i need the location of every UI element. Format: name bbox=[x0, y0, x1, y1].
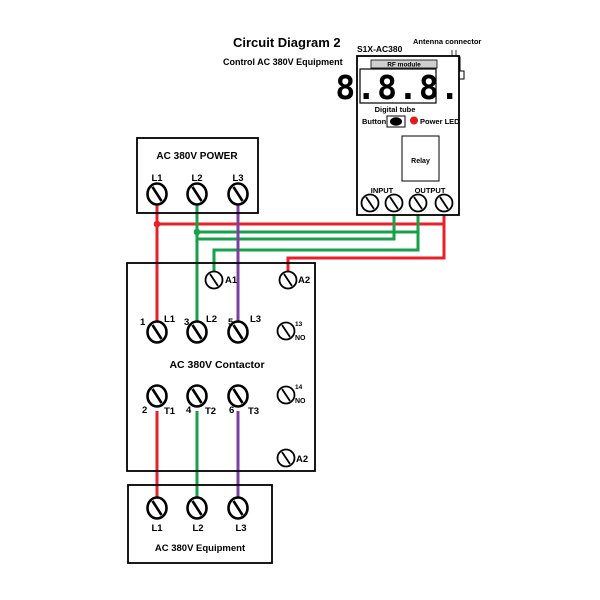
aux-14-number: 14 bbox=[295, 384, 303, 391]
contactor-num-1: 1 bbox=[140, 317, 146, 328]
input-label: INPUT bbox=[371, 186, 394, 195]
contactor-num-5: 5 bbox=[228, 317, 234, 328]
equipment-terminal-l2 bbox=[186, 496, 208, 520]
contactor-label-t1: T1 bbox=[164, 406, 176, 417]
equipment-title: AC 380V Equipment bbox=[155, 543, 246, 554]
antenna-label: Antenna connector bbox=[413, 37, 481, 46]
red-wire bbox=[155, 192, 446, 508]
contactor-num-2: 2 bbox=[142, 405, 147, 416]
digital-tube-label: Digital tube bbox=[375, 105, 416, 114]
contactor-terminal-4 bbox=[186, 384, 208, 408]
input-terminal-2 bbox=[384, 193, 404, 213]
aux-13-label: NO bbox=[295, 335, 306, 342]
contactor-terminal-5 bbox=[227, 320, 249, 344]
power-terminal-l1 bbox=[146, 182, 168, 206]
relay-block bbox=[401, 135, 440, 182]
button-label: Button bbox=[362, 117, 387, 126]
rf-module bbox=[370, 59, 438, 69]
equipment-box: L1 L2 L3 AC 380V Equipment bbox=[127, 484, 273, 564]
contactor-terminal-6 bbox=[227, 384, 249, 408]
red-junction bbox=[153, 220, 161, 228]
equipment-label-l3: L3 bbox=[235, 523, 246, 534]
device-model: S1X-AC380 bbox=[357, 44, 403, 54]
green-junction bbox=[193, 228, 201, 236]
contactor-box: A1 A2 1 L1 3 L2 5 L3 13 NO AC 380V Conta… bbox=[126, 262, 316, 472]
digital-tube-display bbox=[359, 68, 437, 104]
contactor-label-l3: L3 bbox=[250, 314, 261, 325]
diagram-title: Circuit Diagram 2 bbox=[233, 35, 341, 50]
power-led-label: Power LED bbox=[420, 117, 460, 126]
contactor-label-t3: T3 bbox=[248, 406, 259, 417]
power-terminal-label-l2: L2 bbox=[191, 173, 202, 184]
contactor-num-4: 4 bbox=[186, 405, 192, 416]
aux-14-label: NO bbox=[295, 398, 306, 405]
contactor-num-6: 6 bbox=[229, 405, 234, 416]
relay-label: Relay bbox=[411, 158, 430, 165]
power-terminal-l2 bbox=[186, 182, 208, 206]
contactor-label-l1: L1 bbox=[164, 314, 176, 325]
contactor-label-l2: L2 bbox=[206, 314, 217, 325]
contactor-label-t2: T2 bbox=[205, 406, 216, 417]
coil-a2-bottom-label: A2 bbox=[296, 454, 308, 465]
power-terminal-l3 bbox=[227, 182, 249, 206]
power-terminal-label-l3: L3 bbox=[232, 173, 243, 184]
diagram-subtitle: Control AC 380V Equipment bbox=[223, 57, 343, 67]
contactor-num-3: 3 bbox=[184, 317, 189, 328]
equipment-terminal-l3 bbox=[227, 496, 249, 520]
coil-a2-top-label: A2 bbox=[298, 275, 310, 286]
aux-13-number: 13 bbox=[295, 321, 303, 328]
aux-terminal-13 bbox=[276, 321, 296, 341]
equipment-label-l1: L1 bbox=[151, 523, 163, 534]
output-terminal-1 bbox=[408, 193, 428, 213]
output-label: OUTPUT bbox=[415, 186, 446, 195]
rf-module-label: RF module bbox=[387, 62, 421, 69]
output-terminal-2 bbox=[434, 193, 454, 213]
contactor-terminal-2 bbox=[146, 384, 168, 408]
coil-terminal-a1 bbox=[204, 270, 224, 290]
coil-a1-label: A1 bbox=[225, 275, 238, 286]
green-wire bbox=[195, 192, 420, 508]
coil-terminal-a2-top bbox=[278, 270, 298, 290]
contactor-terminal-3 bbox=[186, 320, 208, 344]
power-title: AC 380V POWER bbox=[156, 151, 238, 162]
contactor-title: AC 380V Contactor bbox=[169, 359, 264, 371]
equipment-terminal-l1 bbox=[146, 496, 168, 520]
power-source-box: AC 380V POWER L1 L2 L3 bbox=[136, 137, 259, 214]
equipment-label-l2: L2 bbox=[192, 523, 203, 534]
power-terminal-label-l1: L1 bbox=[151, 173, 163, 184]
input-terminal-1 bbox=[360, 193, 380, 213]
power-led-icon bbox=[410, 116, 418, 125]
digital-tube-digits: 8.8.8. bbox=[335, 68, 460, 107]
coil-terminal-a2-bottom bbox=[276, 448, 296, 468]
button-knob-icon bbox=[390, 117, 402, 126]
aux-terminal-14 bbox=[276, 385, 296, 405]
contactor-terminal-1 bbox=[146, 320, 168, 344]
receiver-device: S1X-AC380 Antenna connector RF module 8.… bbox=[335, 37, 481, 216]
